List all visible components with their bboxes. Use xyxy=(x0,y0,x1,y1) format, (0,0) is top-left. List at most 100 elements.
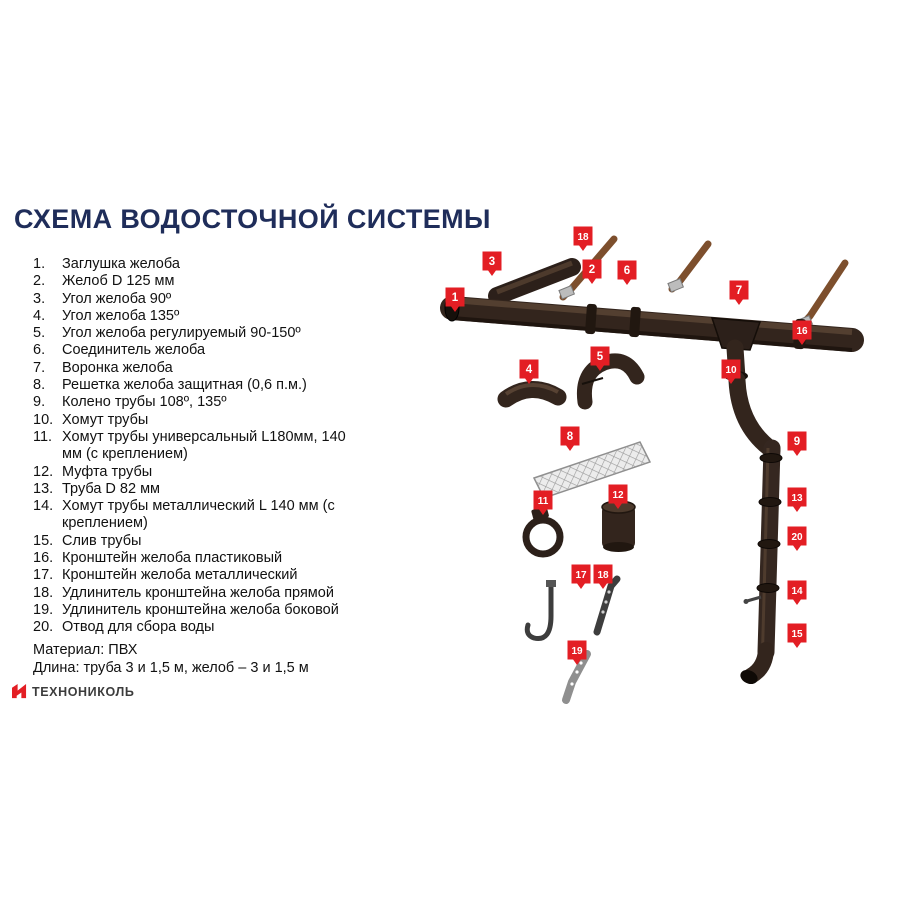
legend-item-number: 18. xyxy=(33,584,54,601)
callout-marker-6: 6 xyxy=(617,260,637,285)
legend-item-number: 9. xyxy=(33,394,46,411)
legend-item-number: 14. xyxy=(33,498,54,515)
legend-item: 10. Хомут трубы xyxy=(33,412,365,429)
legend-item-label: Угол желоба 135º xyxy=(62,307,180,324)
legend-item-label: Хомут трубы универсальный L180мм, 140 мм… xyxy=(62,428,346,463)
technonicol-logo-icon xyxy=(12,684,27,699)
legend-item-number: 10. xyxy=(33,411,54,428)
legend-item: 6. Соединитель желоба xyxy=(33,342,365,359)
legend-item: 4. Угол желоба 135º xyxy=(33,308,365,325)
footer-info: Материал: ПВХ Длина: труба 3 и 1,5 м, же… xyxy=(33,641,309,677)
svg-text:17: 17 xyxy=(575,570,587,581)
legend-item: 14. Хомут трубы металлический L 140 мм (с… xyxy=(33,498,365,533)
gutter-corner-135 xyxy=(497,381,567,408)
callout-marker-19: 19 xyxy=(567,640,587,665)
legend-item-label: Муфта трубы xyxy=(62,463,153,480)
length-info: Длина: труба 3 и 1,5 м, желоб – 3 и 1,5 … xyxy=(33,660,309,676)
svg-text:14: 14 xyxy=(791,586,803,597)
callout-marker-2: 2 xyxy=(582,259,602,284)
legend-item-number: 8. xyxy=(33,377,46,394)
legend-item-label: Кронштейн желоба металлический xyxy=(62,567,298,584)
legend-item: 2. Желоб D 125 мм xyxy=(33,273,365,290)
legend-item-number: 11. xyxy=(33,428,53,445)
svg-text:2: 2 xyxy=(589,264,595,276)
callout-marker-18: 18 xyxy=(593,564,613,589)
callout-marker-1: 1 xyxy=(445,287,465,312)
page-title: СХЕМА ВОДОСТОЧНОЙ СИСТЕМЫ xyxy=(14,204,491,234)
svg-text:12: 12 xyxy=(612,490,624,501)
legend-item: 11. Хомут трубы универсальный L180мм, 140… xyxy=(33,429,365,464)
callout-marker-9: 9 xyxy=(787,431,807,456)
legend-item: 9.Колено трубы 108º, 135º xyxy=(33,394,365,411)
callout-marker-8: 8 xyxy=(560,426,580,451)
legend-item: 18. Удлинитель кронштейна желоба прямой xyxy=(33,585,365,602)
legend-item-label: Желоб D 125 мм xyxy=(62,273,175,290)
legend-item-label: Хомут трубы металлический L 140 мм (с кр… xyxy=(62,498,335,532)
legend-item-label: Воронка желоба xyxy=(62,359,173,376)
legend-item-number: 2. xyxy=(33,273,46,290)
svg-text:20: 20 xyxy=(791,532,803,543)
callout-marker-11: 11 xyxy=(533,490,553,515)
legend-item-number: 19. xyxy=(33,601,54,618)
legend-item: 20.Отвод для сбора воды xyxy=(33,619,365,636)
legend-item-number: 15. xyxy=(33,532,54,549)
svg-text:18: 18 xyxy=(577,232,589,243)
legend-item: 8. Решетка желоба защитная (0,6 п.м.) xyxy=(33,377,365,394)
svg-text:6: 6 xyxy=(624,265,630,277)
bracket-extension-straight xyxy=(593,575,621,636)
pipe-coupler xyxy=(601,500,636,552)
svg-text:3: 3 xyxy=(489,256,495,268)
legend-item-number: 5. xyxy=(33,325,46,342)
legend-item: 1. Заглушка желоба xyxy=(33,256,365,273)
svg-text:13: 13 xyxy=(791,493,803,504)
legend-item-number: 6. xyxy=(33,342,46,359)
legend-item: 15. Слив трубы xyxy=(33,533,365,550)
svg-text:4: 4 xyxy=(526,364,533,376)
svg-text:10: 10 xyxy=(725,365,737,376)
callout-marker-3: 3 xyxy=(482,251,502,276)
svg-text:11: 11 xyxy=(538,496,549,507)
svg-text:8: 8 xyxy=(567,431,574,443)
svg-text:19: 19 xyxy=(571,646,583,657)
legend-item-label: Удлинитель кронштейна желоба прямой xyxy=(62,584,334,601)
legend-item-label: Слив трубы xyxy=(62,532,142,549)
legend-item: 7. Воронка желоба xyxy=(33,360,365,377)
callout-marker-16: 16 xyxy=(792,320,812,345)
gutter-joiners xyxy=(585,303,641,338)
bracket-extension-side xyxy=(562,650,591,704)
legend-item: 13.Труба D 82 мм xyxy=(33,481,365,498)
legend-item: 19. Удлинитель кронштейна желоба боковой xyxy=(33,602,365,619)
callout-marker-4: 4 xyxy=(519,359,539,384)
legend-item-number: 4. xyxy=(33,307,46,324)
svg-text:9: 9 xyxy=(794,436,800,448)
legend-item: 17.Кронштейн желоба металлический xyxy=(33,567,365,584)
gutter-channel xyxy=(440,296,864,352)
legend-item-number: 13. xyxy=(33,480,54,497)
legend-item: 3.Угол желоба 90º xyxy=(33,291,365,308)
legend-item-number: 20. xyxy=(33,619,54,636)
legend-item: 12. Муфта трубы xyxy=(33,464,365,481)
gutter-funnel xyxy=(710,317,762,351)
callout-marker-15: 15 xyxy=(787,623,807,648)
svg-text:5: 5 xyxy=(597,351,604,363)
legend-item-number: 1. xyxy=(33,256,46,272)
legend-item-number: 12. xyxy=(33,463,54,480)
legend-item-label: Решетка желоба защитная (0,6 п.м.) xyxy=(62,377,307,394)
legend-item-number: 16. xyxy=(33,550,54,567)
downpipe xyxy=(724,339,783,685)
legend-item-label: Соединитель желоба xyxy=(62,342,206,359)
svg-text:7: 7 xyxy=(736,285,742,297)
legend-item: 5.Угол желоба регулируемый 90-150º xyxy=(33,325,365,342)
callout-marker-13: 13 xyxy=(787,487,807,512)
callout-marker-10: 10 xyxy=(721,359,741,384)
gutter-corner-90 xyxy=(488,258,581,305)
legend-item-number: 7. xyxy=(33,359,46,376)
legend-item-label: Заглушка желоба xyxy=(62,256,180,272)
callout-marker-17: 17 xyxy=(571,564,591,589)
callout-marker-5: 5 xyxy=(590,346,610,371)
callout-marker-18: 18 xyxy=(573,226,593,251)
legend-item-label: Удлинитель кронштейна желоба боковой xyxy=(62,601,339,618)
legend-item-number: 3. xyxy=(33,290,46,307)
legend-item-label: Хомут трубы xyxy=(62,411,149,428)
